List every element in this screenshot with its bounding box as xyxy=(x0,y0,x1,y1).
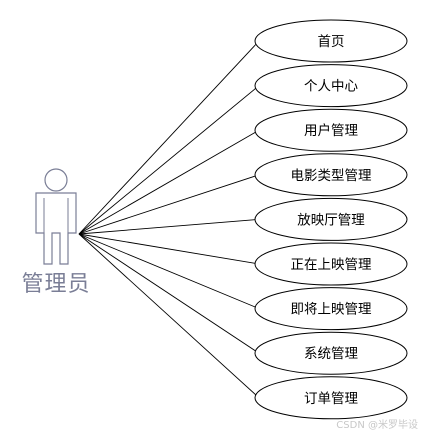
use-case-ellipse xyxy=(254,287,408,331)
use-case-ellipse xyxy=(254,376,408,420)
use-case-label: 即将上映管理 xyxy=(291,302,372,318)
use-case-ellipse xyxy=(254,197,408,241)
use-case-ellipse xyxy=(254,19,408,63)
use-case-ellipse xyxy=(254,108,408,152)
use-case-label: 订单管理 xyxy=(304,391,358,407)
association-lines xyxy=(78,40,260,399)
use-case-ellipse xyxy=(254,153,408,197)
use-case: 系统管理 xyxy=(254,331,408,375)
use-case: 个人中心 xyxy=(254,64,408,108)
use-case-label: 正在上映管理 xyxy=(291,257,372,273)
association-line xyxy=(78,218,260,235)
actor-head xyxy=(44,168,68,192)
use-case-label: 个人中心 xyxy=(304,79,358,95)
actor-figure xyxy=(35,168,77,265)
use-case-label: 电影类型管理 xyxy=(291,168,372,184)
use-case-ellipse xyxy=(254,242,408,286)
use-case: 正在上映管理 xyxy=(254,242,408,286)
use-case-ellipse xyxy=(254,64,408,108)
use-case: 首页 xyxy=(254,19,408,63)
association-line xyxy=(78,174,260,235)
use-case: 放映厅管理 xyxy=(254,197,408,241)
use-case-label: 放映厅管理 xyxy=(297,212,365,228)
actor-label: 管理员 xyxy=(21,272,91,297)
actor-body xyxy=(35,192,77,265)
use-case-group: 首页个人中心用户管理电影类型管理放映厅管理正在上映管理即将上映管理系统管理订单管… xyxy=(254,19,408,420)
use-case-label: 首页 xyxy=(318,34,345,50)
association-line xyxy=(78,40,260,235)
association-line xyxy=(78,85,260,235)
use-case-ellipse xyxy=(254,331,408,375)
association-line xyxy=(78,233,260,354)
association-line xyxy=(78,233,260,399)
use-case: 电影类型管理 xyxy=(254,153,408,197)
use-case: 订单管理 xyxy=(254,376,408,420)
watermark: CSDN @米罗毕设 xyxy=(336,420,418,431)
association-line xyxy=(78,129,260,235)
use-case-label: 用户管理 xyxy=(304,122,358,139)
association-line xyxy=(78,233,260,265)
association-line xyxy=(78,233,260,310)
use-case: 即将上映管理 xyxy=(254,287,408,331)
use-case: 用户管理 xyxy=(254,108,408,152)
use-case-label: 系统管理 xyxy=(304,346,358,362)
